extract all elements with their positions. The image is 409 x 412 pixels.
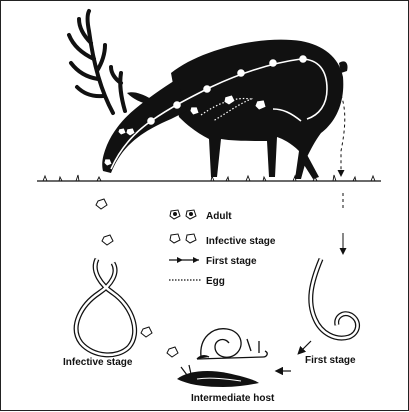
ground-line	[37, 175, 381, 181]
first-stage-descent-arrow	[341, 95, 345, 253]
legend-infective-stage-icon	[170, 234, 196, 243]
infective-stage-label: Infective stage	[63, 357, 133, 368]
legend-egg-label: Egg	[206, 276, 225, 287]
intermediate-host-label: Intermediate host	[191, 393, 275, 404]
legend-first-stage-icon	[169, 257, 199, 263]
infective-larva-icon	[76, 259, 134, 355]
legend-first-stage-label: First stage	[206, 256, 257, 267]
antlers-icon	[69, 11, 125, 113]
snail-host-icon	[197, 329, 267, 359]
legend: Adult Infective stage First stage Egg	[169, 210, 276, 287]
first-stage-larva-icon	[311, 259, 358, 338]
first-stage-label: First stage	[305, 355, 356, 366]
slug-host-icon	[177, 365, 259, 387]
legend-adult-icon	[170, 210, 196, 219]
legend-infective-stage-label: Infective stage	[206, 236, 276, 247]
legend-adult-label: Adult	[206, 211, 232, 222]
